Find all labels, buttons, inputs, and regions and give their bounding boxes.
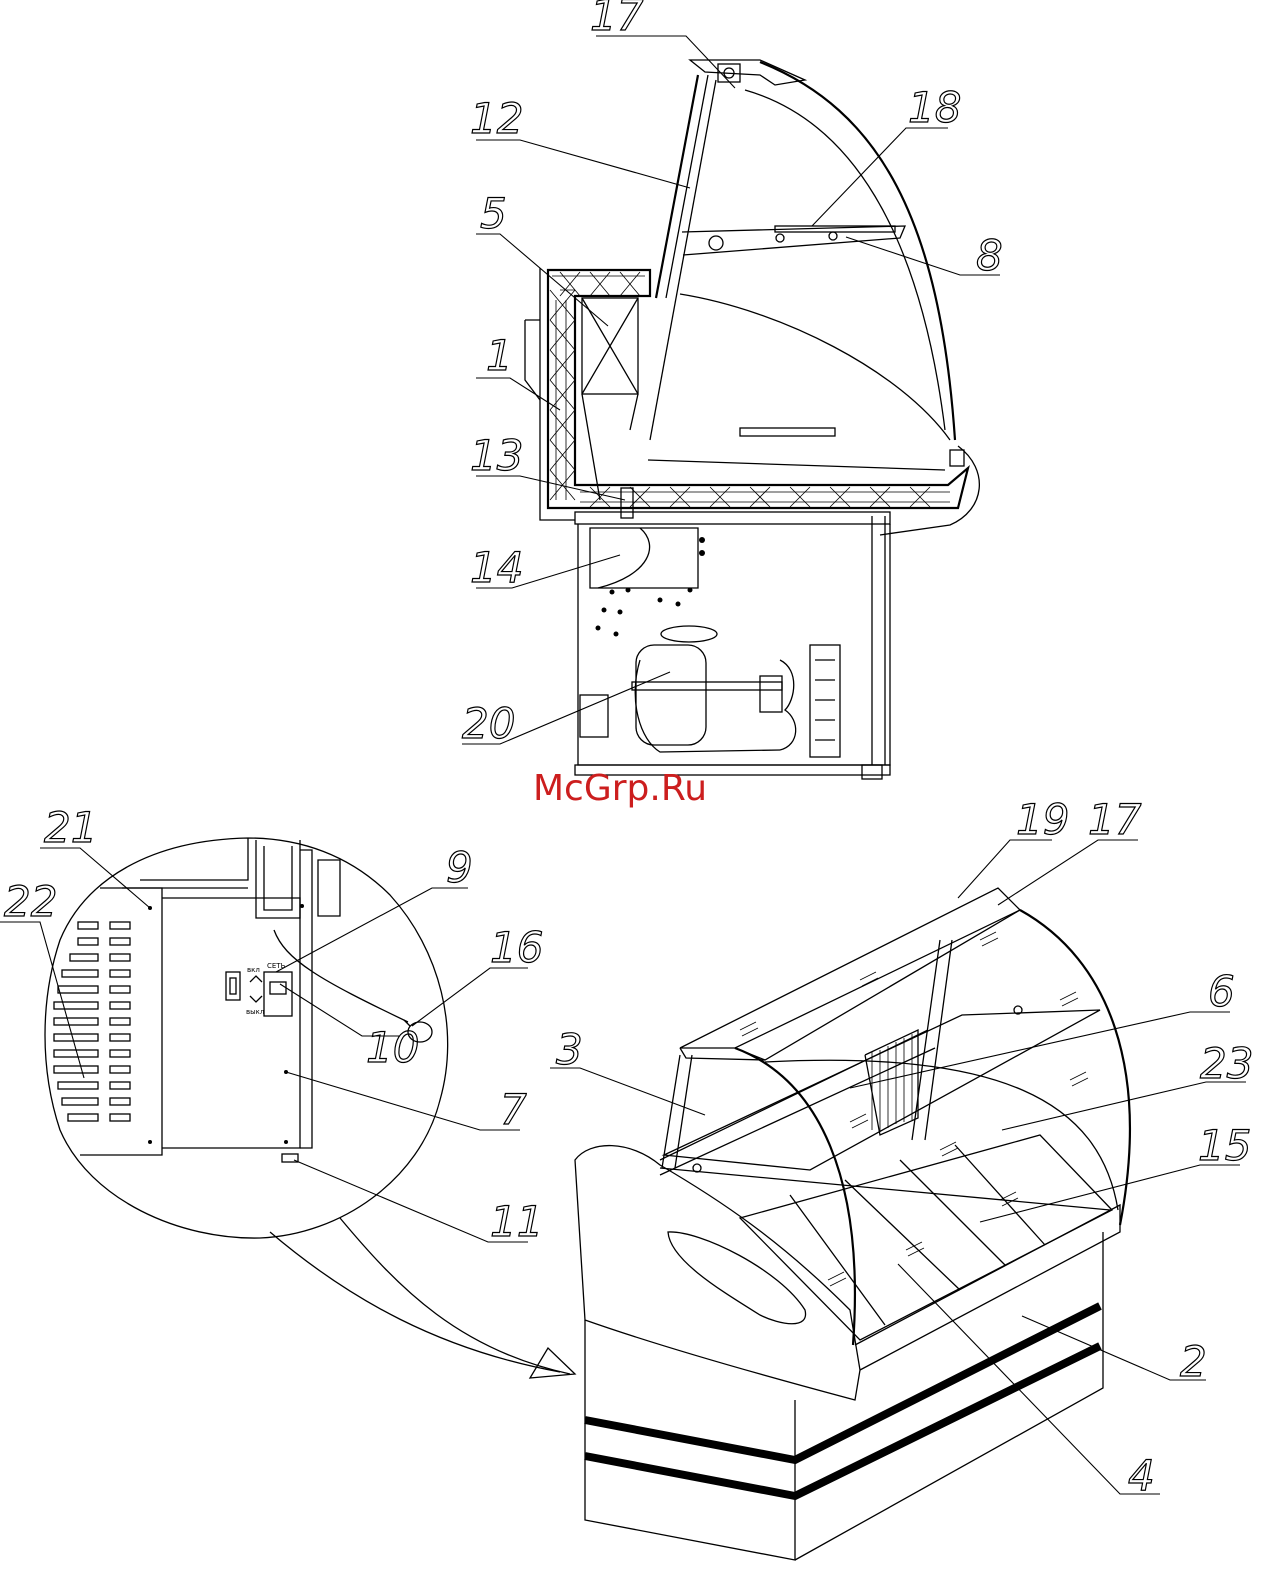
detail-view-circle: СЕТЬ вкл выкл	[0, 838, 575, 1378]
callout-21: 21	[44, 803, 97, 852]
callout-22: 22	[4, 877, 57, 926]
callout-19: 19	[1016, 795, 1069, 844]
callout-5: 5	[480, 189, 507, 238]
callout-1: 1	[486, 331, 513, 380]
callout-4: 4	[1128, 1451, 1155, 1500]
callout-23: 23	[1200, 1039, 1253, 1088]
callout-13: 13	[470, 431, 523, 480]
callout-17-iso: 17	[1088, 795, 1142, 844]
callout-10: 10	[366, 1023, 419, 1072]
callout-11: 11	[490, 1197, 543, 1246]
callout-6: 6	[1208, 967, 1235, 1016]
watermark: McGrp.Ru	[533, 768, 707, 809]
callout-3: 3	[556, 1025, 583, 1074]
callout-9: 9	[446, 843, 473, 892]
callout-20: 20	[462, 699, 515, 748]
callout-8: 8	[976, 231, 1003, 280]
callout-18: 18	[908, 83, 961, 132]
switch-bottom-label: выкл	[246, 1008, 264, 1016]
callout-15: 15	[1198, 1121, 1251, 1170]
side-section-view	[462, 36, 1000, 779]
callout-7: 7	[500, 1085, 527, 1134]
callout-2: 2	[1180, 1337, 1207, 1386]
power-switch	[226, 972, 240, 1000]
callout-12: 12	[470, 94, 523, 143]
switch-mid-label: вкл	[247, 966, 260, 974]
callout-17-top: 17	[590, 0, 644, 40]
vent-slots	[54, 922, 130, 1121]
callout-14: 14	[470, 543, 523, 592]
callout-labels: 17 12 18 5 8 1 13 14 20 21 22 9 16 10 7 …	[4, 0, 1253, 1500]
callout-16: 16	[490, 923, 543, 972]
